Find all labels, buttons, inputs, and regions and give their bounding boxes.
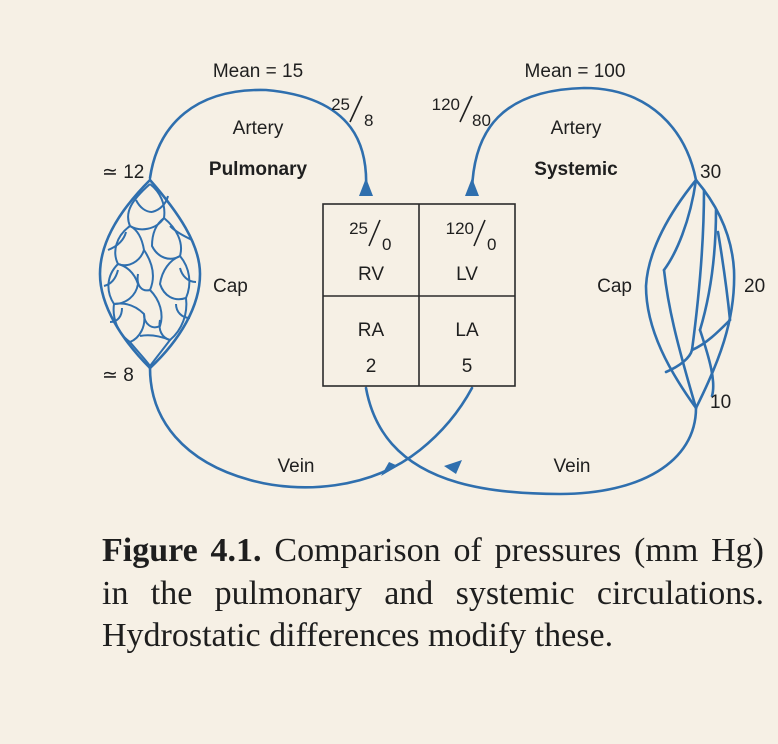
lv-systolic: 120 [446, 219, 474, 238]
systemic-venous-end-pressure: 10 [710, 392, 731, 413]
ra-pressure: 2 [366, 356, 377, 377]
systemic-capillary-bed [644, 178, 736, 410]
rv-diastolic: 0 [382, 235, 391, 254]
la-label: LA [455, 320, 479, 341]
systemic-artery-arrow [465, 178, 479, 196]
systemic-cap-label: Cap [597, 276, 632, 297]
figure-caption-text: Comparison of pressures (mm Hg) in the p… [102, 532, 764, 654]
systemic-mid-cap-pressure: 20 [744, 276, 765, 297]
lv-label: LV [456, 264, 478, 285]
systemic-vein-arrow [444, 460, 462, 474]
systemic-artery-pressure-bottom: 80 [472, 111, 491, 130]
pulmonary-artery [148, 88, 368, 192]
pulmonary-capillary-bed [98, 178, 202, 370]
pulmonary-artery-pressure-top: 25 [331, 95, 350, 114]
systemic-artery-label: Artery [551, 118, 602, 139]
pulmonary-artery-pressure-bottom: 8 [364, 111, 373, 130]
systemic-artery-pressure-slash [459, 95, 473, 123]
pulmonary-artery-arrow [359, 178, 373, 196]
la-pressure: 5 [462, 356, 473, 377]
systemic-artery [470, 86, 698, 192]
pulmonary-circuit-label: Pulmonary [209, 159, 308, 180]
pulmonary-vein-arrow [381, 462, 398, 476]
rv-slash [368, 219, 381, 247]
figure-caption-label: Figure 4.1. [102, 532, 262, 569]
figure-caption: Figure 4.1. Comparison of pressures (mm … [102, 530, 764, 658]
pulmonary-cap-label: Cap [213, 276, 248, 297]
pulmonary-venous-end-pressure: ≃ 8 [102, 365, 134, 386]
pulmonary-mean-label: Mean = 15 [213, 61, 303, 82]
systemic-circuit-label: Systemic [534, 159, 618, 180]
ra-label: RA [358, 320, 385, 341]
systemic-mean-label: Mean = 100 [525, 61, 626, 82]
systemic-artery-pressure-top: 120 [432, 95, 460, 114]
circulation-pressure-diagram: 25 0 RV 120 0 LV RA 2 LA 5 Mean = 15 25 … [98, 61, 765, 496]
lv-slash [473, 219, 486, 247]
rv-label: RV [358, 264, 384, 285]
pulmonary-vein [148, 366, 474, 489]
rv-systolic: 25 [349, 219, 368, 238]
pulmonary-arterial-end-pressure: ≃ 12 [102, 162, 144, 183]
lv-diastolic: 0 [487, 235, 496, 254]
pulmonary-vein-label: Vein [278, 456, 315, 477]
pulmonary-artery-pressure-slash [349, 95, 363, 123]
systemic-vein [364, 386, 698, 496]
systemic-arterial-end-pressure: 30 [700, 162, 721, 183]
heart-chambers [322, 203, 516, 387]
pulmonary-artery-label: Artery [233, 118, 284, 139]
systemic-vein-label: Vein [554, 456, 591, 477]
